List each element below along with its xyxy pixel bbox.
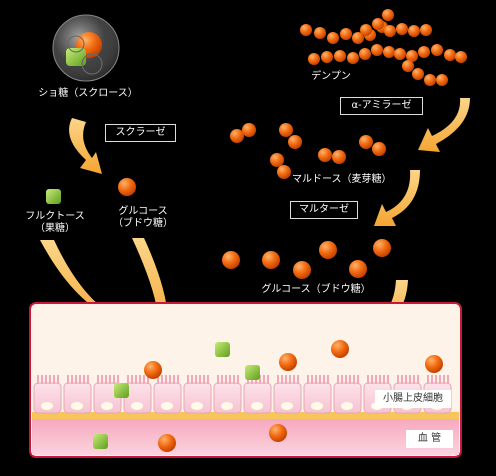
starch-glucose-unit [359, 48, 371, 60]
arrow-maltase [374, 170, 420, 226]
starch-glucose-unit [340, 28, 352, 40]
label-glucose-line2: （ブドウ糖） [113, 218, 173, 229]
starch-glucose-unit [406, 50, 418, 62]
arrow-sucrase [69, 118, 102, 174]
starch-glucose-unit [347, 52, 359, 64]
label-amylase: α-アミラーゼ [340, 97, 423, 115]
sucrose-molecule [52, 14, 120, 82]
fructose-molecule [46, 189, 61, 204]
maltose-pairs [230, 123, 386, 179]
label-glucose-line1: グルコース [118, 206, 168, 217]
label-fructose: フルクトース （果糖） [22, 211, 88, 235]
glucose-row [222, 239, 391, 279]
label-glucose-bottom: グルコース（ブドウ糖） [261, 284, 371, 295]
starch-glucose-unit [412, 68, 424, 80]
epithelial-cell [183, 375, 212, 414]
starch-glucose-unit [394, 48, 406, 60]
starch-glucose-unit [396, 23, 408, 35]
starch-glucose-unit [431, 44, 443, 56]
starch-glucose-unit [384, 25, 396, 37]
starch-glucose-unit [408, 25, 420, 37]
starch-glucose-unit [327, 32, 339, 44]
starch-glucose-unit [444, 49, 456, 61]
starch-glucose-unit [308, 53, 320, 65]
starch-glucose-unit [372, 18, 384, 30]
starch-chain [300, 9, 467, 86]
starch-glucose-unit [436, 74, 448, 86]
intestine-panel [29, 302, 462, 458]
starch-glucose-unit [402, 60, 414, 72]
label-starch: デンプン [311, 71, 351, 82]
starch-glucose-unit [420, 24, 432, 36]
epithelial-cell [63, 375, 92, 414]
arrow-fructose [40, 240, 128, 334]
label-sucrose: ショ糖（スクロース） [38, 88, 138, 99]
starch-glucose-unit [334, 50, 346, 62]
starch-glucose-unit [383, 46, 395, 58]
label-maltase: マルターゼ [290, 201, 358, 219]
label-fructose-line2: （果糖） [35, 223, 75, 234]
epithelial-cell [33, 375, 62, 414]
label-sucrase: スクラーゼ [105, 124, 176, 142]
label-epithelial: 小腸上皮細胞 [375, 390, 451, 408]
starch-glucose-unit [314, 27, 326, 39]
starch-glucose-unit [418, 46, 430, 58]
epithelial-cell [303, 375, 332, 414]
starch-glucose-unit [360, 24, 372, 36]
epithelial-cell [333, 375, 362, 414]
label-maltose: マルドース（麦芽糖） [292, 174, 392, 185]
label-fructose-line1: フルクトース [25, 211, 85, 222]
starch-glucose-unit [455, 51, 467, 63]
glucose-molecule [118, 178, 136, 196]
epithelial-cell [213, 375, 242, 414]
label-glucose: グルコース （ブドウ糖） [110, 206, 176, 230]
label-blood-vessel: 血 管 [406, 430, 453, 448]
epithelial-cell [123, 375, 152, 414]
starch-glucose-unit [352, 32, 364, 44]
epithelial-cell [153, 375, 182, 414]
starch-glucose-unit [382, 9, 394, 21]
epithelial-cell [273, 375, 302, 414]
absorbed-molecules [93, 340, 443, 452]
arrow-amylase [418, 98, 470, 152]
starch-glucose-unit [300, 24, 312, 36]
starch-glucose-unit [371, 44, 383, 56]
starch-glucose-unit [424, 74, 436, 86]
starch-glucose-unit [321, 51, 333, 63]
